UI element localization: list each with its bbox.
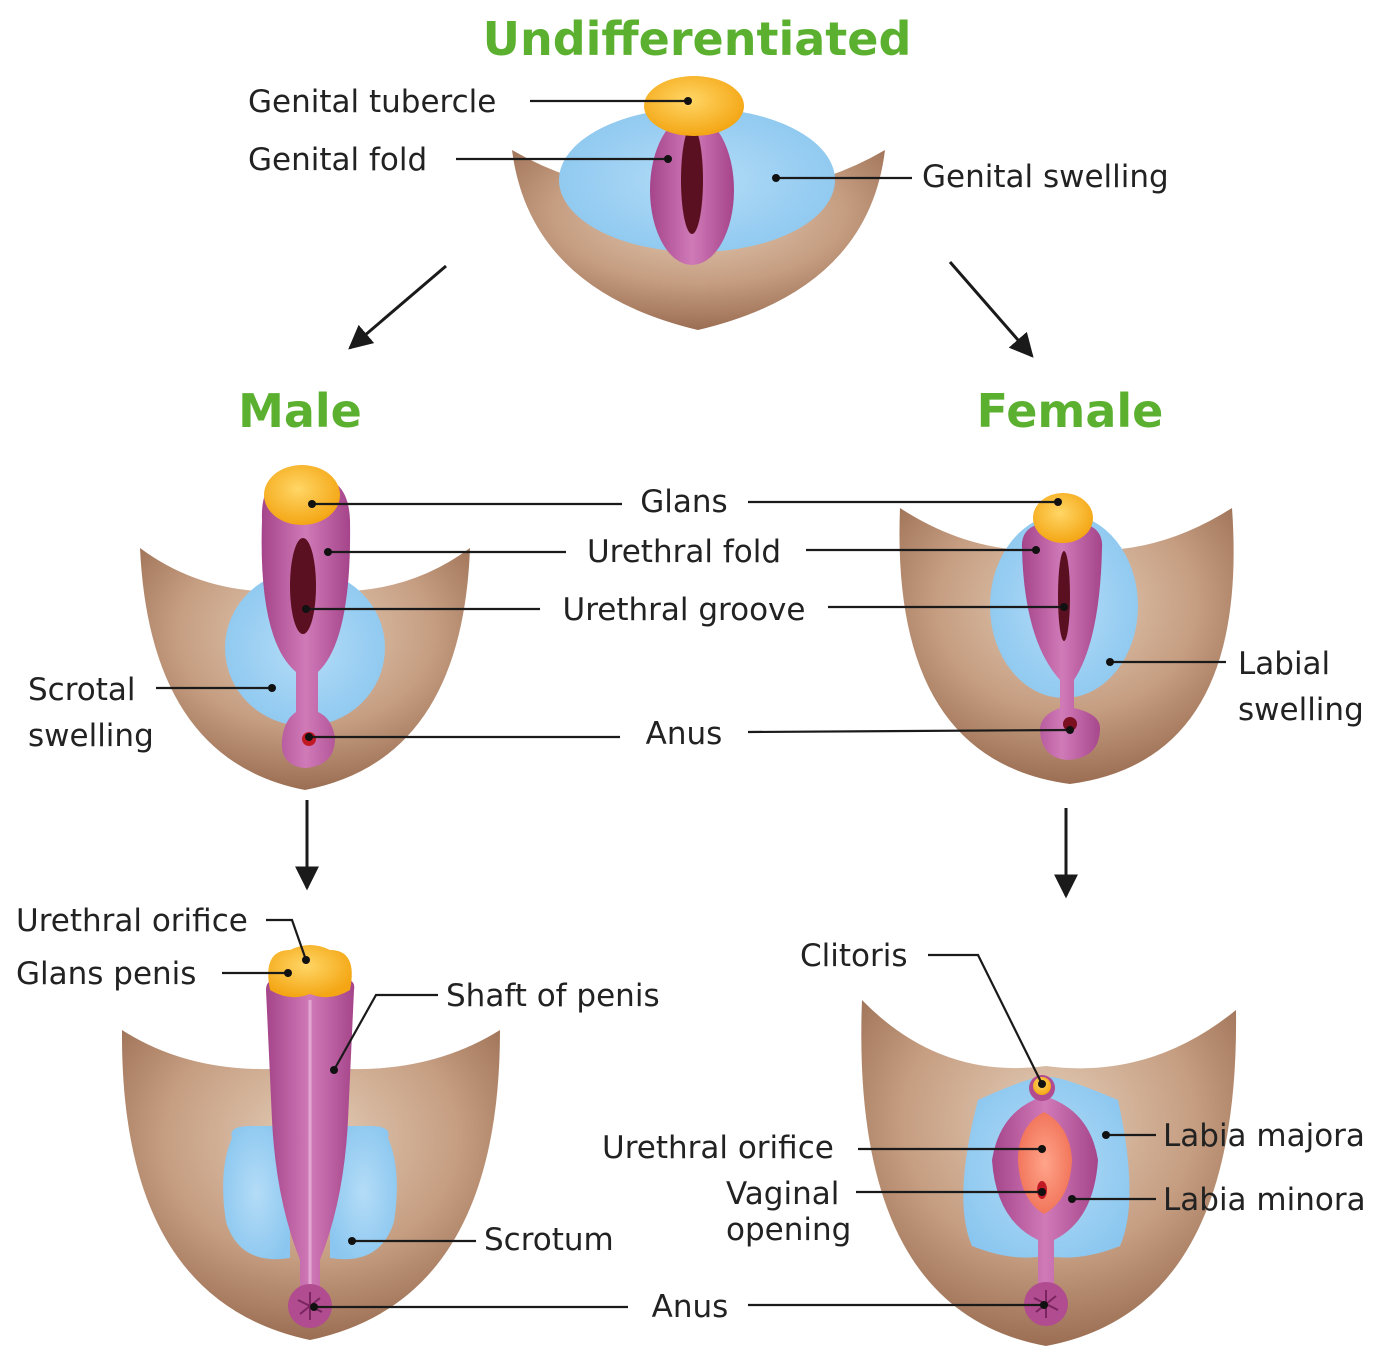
male-final-anus-pucker	[297, 1292, 323, 1320]
leader-clitoris	[928, 953, 1043, 1085]
vestibule-shape	[1018, 1112, 1072, 1214]
leader-anus-early-female	[747, 728, 1071, 734]
urogenital-groove-shape	[681, 126, 703, 234]
label-scrotal-swelling-line2: swelling	[28, 718, 154, 754]
leader-dot-anus-early-female	[1066, 726, 1074, 734]
leader-dot-labial-swelling	[1106, 658, 1114, 666]
leader-dot-glans-male	[308, 500, 316, 508]
label-labial-swelling-line2: swelling	[1238, 692, 1364, 728]
leader-dot-vaginal-opening	[1038, 1188, 1046, 1196]
scrotum-right-shape	[330, 1126, 397, 1260]
leader-dot-scrotal-swelling	[268, 684, 276, 692]
leader-dot-anus-early-male	[305, 733, 313, 741]
leader-dot-clitoris	[1038, 1080, 1046, 1088]
label-clitoris: Clitoris	[800, 938, 908, 974]
leader-shaft-of-penis	[333, 993, 438, 1071]
leader-dot-labia-minora	[1068, 1195, 1076, 1203]
leader-dot-urethral-groove-male	[302, 605, 310, 613]
label-anus-final: Anus	[652, 1289, 729, 1325]
label-labial-swelling-line1: Labial	[1238, 646, 1330, 682]
arrow-to-male	[348, 264, 447, 350]
leader-dot-glans-female	[1054, 498, 1062, 506]
leader-dot-genital-fold	[664, 155, 672, 163]
label-scrotal-swelling-line1: Scrotal	[28, 672, 136, 708]
label-shaft-of-penis: Shaft of penis	[446, 978, 660, 1014]
male-urethral-groove-shape	[290, 538, 316, 634]
leader-dot-shaft-of-penis	[330, 1066, 338, 1074]
leader-dot-genital-swelling	[772, 174, 780, 182]
glans-penis-shape	[268, 945, 352, 998]
leader-dot-labia-majora	[1102, 1131, 1110, 1139]
female-final-illustration	[861, 1000, 1237, 1346]
leader-dot-glans-penis	[284, 969, 292, 977]
heading-undifferentiated: Undifferentiated	[483, 12, 912, 66]
female-urethral-fold-shape	[1021, 521, 1103, 760]
label-glans-penis: Glans penis	[16, 956, 196, 992]
label-female-urethral-orifice: Urethral orifice	[602, 1130, 834, 1166]
female-urethral-groove-shape	[1058, 551, 1070, 641]
leader-dot-male-urethral-orifice	[302, 956, 310, 964]
label-scrotum: Scrotum	[484, 1222, 614, 1258]
leader-dot-female-urethral-orifice	[1038, 1145, 1046, 1153]
label-urethral-groove: Urethral groove	[563, 592, 806, 628]
label-vaginal-opening-line2: opening	[726, 1212, 851, 1248]
label-labia-minora: Labia minora	[1163, 1182, 1366, 1218]
leader-dot-urethral-fold-male	[324, 548, 332, 556]
label-glans: Glans	[640, 484, 727, 520]
leader-dot-urethral-groove-female	[1060, 603, 1068, 611]
label-genital-swelling: Genital swelling	[922, 159, 1169, 195]
leader-dot-anus-final-female	[1040, 1301, 1048, 1309]
heading-male: Male	[238, 384, 362, 438]
label-urethral-fold: Urethral fold	[587, 534, 781, 570]
female-glans-shape	[1033, 493, 1093, 543]
label-male-urethral-orifice: Urethral orifice	[16, 903, 248, 939]
leader-dot-urethral-fold-female	[1032, 546, 1040, 554]
undifferentiated-illustration	[512, 76, 885, 330]
male-glans-shape	[264, 465, 340, 525]
scrotum-left-shape	[223, 1126, 290, 1260]
heading-female: Female	[977, 384, 1164, 438]
leader-dot-scrotum	[348, 1237, 356, 1245]
male-final-illustration	[121, 945, 501, 1340]
label-vaginal-opening-line1: Vaginal	[726, 1176, 839, 1212]
female-early-anus-shape	[1063, 717, 1077, 731]
leader-dot-genital-tubercle	[684, 97, 692, 105]
label-genital-fold: Genital fold	[248, 142, 427, 178]
arrow-to-female	[948, 261, 1034, 358]
female-early-illustration	[899, 493, 1234, 784]
label-anus-early: Anus	[646, 716, 723, 752]
label-genital-tubercle: Genital tubercle	[248, 84, 496, 120]
leader-male-urethral-orifice	[266, 918, 308, 961]
male-early-illustration	[140, 465, 470, 790]
genital-tubercle-shape	[644, 76, 744, 136]
label-labia-majora: Labia majora	[1163, 1118, 1365, 1154]
leader-dot-anus-final-male	[310, 1303, 318, 1311]
